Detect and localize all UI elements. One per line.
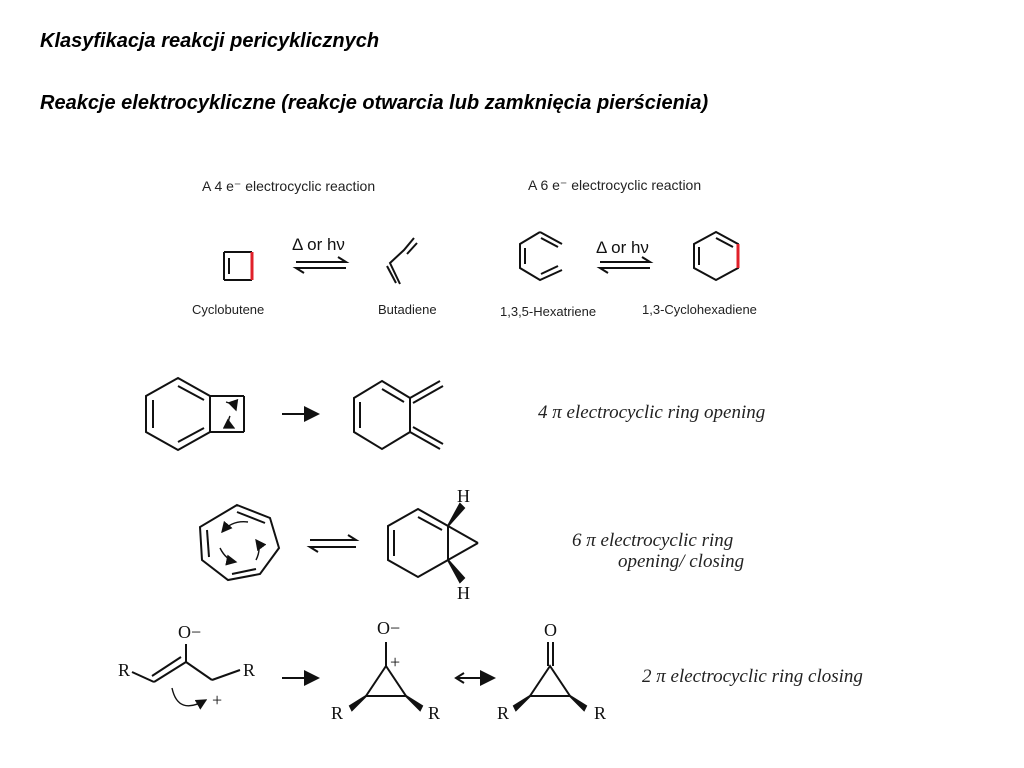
description-4pi-opening: 4 π electrocyclic ring opening [538, 402, 766, 423]
cyclopropanone-structure [512, 642, 588, 712]
atom-r-5: R [497, 703, 510, 723]
slide-subtitle: Reakcje elektrocykliczne (reakcje otwarc… [40, 92, 709, 114]
equilibrium-arrows-right [596, 256, 654, 274]
condition-label-right: Δ or hν [596, 238, 649, 257]
atom-r-3: R [331, 703, 344, 723]
atom-r-2: R [243, 660, 256, 680]
atom-r-6: R [594, 703, 607, 723]
atom-r-1: R [118, 660, 131, 680]
label-cyclohexadiene: 1,3-Cyclohexadiene [642, 302, 757, 317]
condition-label-left: Δ or hν [292, 235, 345, 254]
cyclopropane-oxide-structure [348, 642, 424, 712]
heading-4e-reaction: A 4 e⁻ electrocyclic reaction [202, 178, 376, 194]
quinodimethane-structure [353, 379, 444, 451]
label-cyclobutene: Cyclobutene [192, 302, 265, 317]
butadiene-structure [386, 237, 418, 285]
equilibrium-arrows-left [292, 256, 350, 274]
plus-charge-1: + [212, 690, 223, 710]
atom-o-3: O [544, 620, 557, 640]
description-2pi-closing: 2 π electrocyclic ring closing [642, 666, 863, 687]
slide-title: Klasyfikacja reakcji pericyklicznych [40, 30, 380, 52]
description-6pi-line2: opening/ closing [618, 551, 745, 572]
atom-h-bottom: H [457, 583, 470, 603]
atom-r-4: R [428, 703, 441, 723]
cyclobutene-structure [223, 251, 254, 281]
atom-o-minus-2: O− [377, 618, 401, 638]
benzocyclobutene-structure [145, 376, 245, 452]
cyclohexadiene-structure [693, 230, 740, 282]
norcaradiene-structure [387, 502, 479, 584]
label-hexatriene: 1,3,5-Hexatriene [500, 304, 597, 319]
plus-charge-2: + [390, 652, 401, 672]
resonance-arrow [454, 670, 496, 686]
atom-h-top: H [457, 486, 470, 506]
heading-6e-reaction: A 6 e⁻ electrocyclic reaction [528, 177, 702, 193]
atom-o-minus-1: O− [178, 622, 202, 642]
cycloheptatriene-structure [198, 503, 281, 582]
hexatriene-structure [519, 231, 563, 282]
oxyallyl-cation-structure [131, 644, 241, 710]
equilibrium-arrows-row2 [306, 534, 360, 553]
label-butadiene: Butadiene [378, 302, 437, 317]
description-6pi-line1: 6 π electrocyclic ring [572, 530, 734, 551]
